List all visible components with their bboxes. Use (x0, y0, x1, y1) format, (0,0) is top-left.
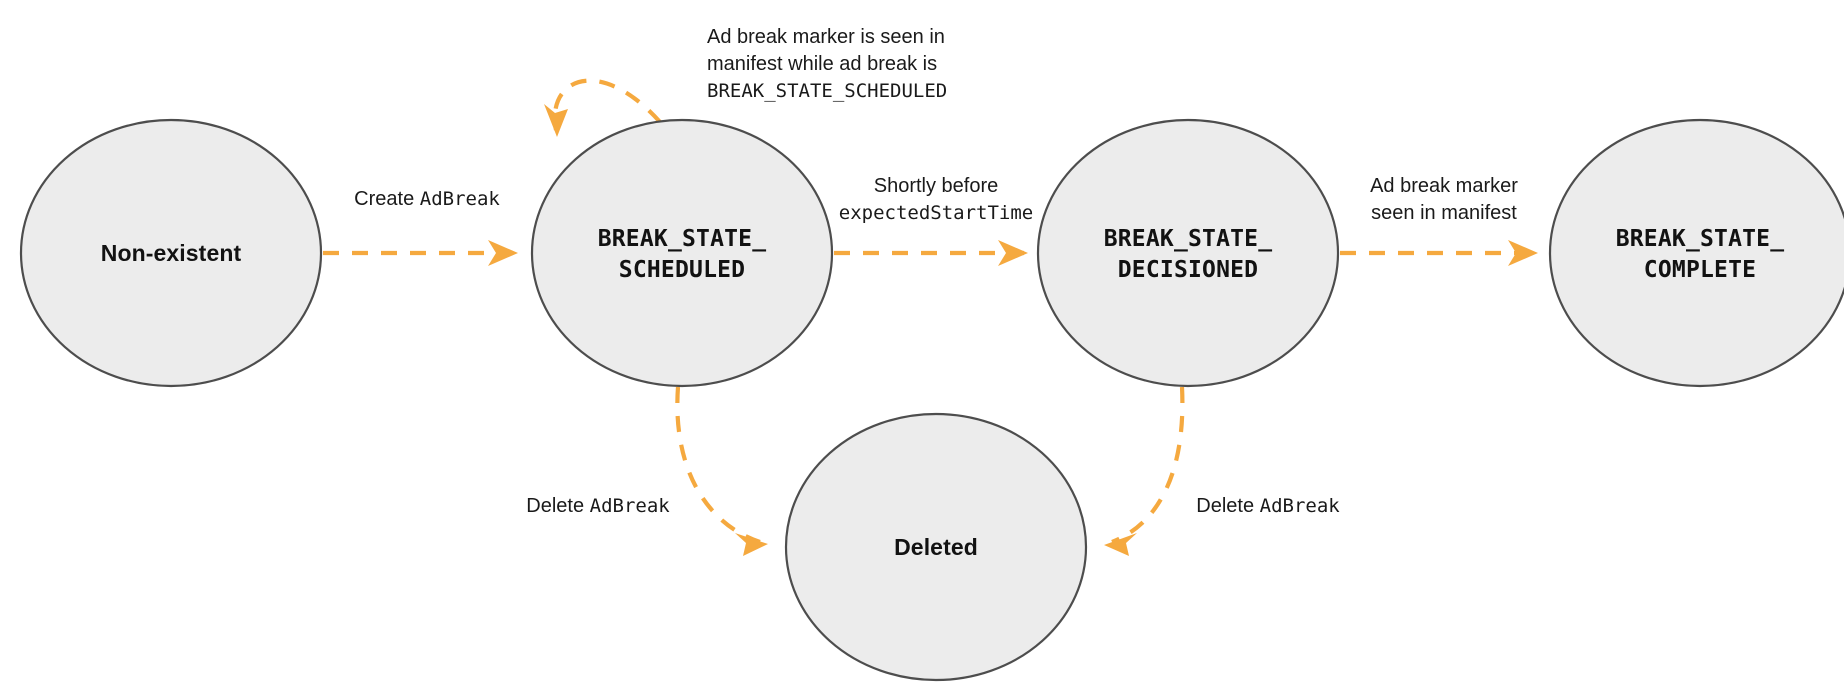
edge-self-loop-scheduled (544, 78, 662, 137)
node-break-state-decisioned-shape[interactable] (1036, 118, 1340, 388)
edge-label-self-loop-marker-seen-while-scheduled-line-1: Ad break marker is seen in (707, 26, 945, 48)
node-break-state-complete[interactable]: BREAK_STATE_ COMPLETE (1548, 118, 1844, 388)
edge-delete-from-scheduled-line (675, 386, 761, 544)
edge-label-group: Create AdBreak Ad break marker is seen in… (354, 26, 1518, 517)
edge-marker-seen-manifest (1340, 240, 1538, 266)
edge-label-self-loop-marker-seen-while-scheduled-line-3: BREAK_STATE_SCHEDULED (707, 80, 947, 102)
node-non-existent[interactable]: Non-existent (19, 118, 323, 388)
node-break-state-scheduled[interactable]: BREAK_STATE_ SCHEDULED (530, 118, 834, 388)
node-break-state-complete-shape[interactable] (1548, 118, 1844, 388)
edge-marker-seen-manifest-arrowhead (1508, 240, 1538, 266)
edge-label-self-loop-marker-seen-while-scheduled: Ad break marker is seen in manifest while… (707, 26, 947, 102)
node-break-state-scheduled-label-line2: SCHEDULED (619, 257, 745, 283)
edge-label-delete-adbreak-from-decisioned: Delete AdBreak (1196, 495, 1340, 517)
edge-create-adbreak (323, 240, 518, 266)
edge-delete-from-scheduled-arrowhead (735, 533, 768, 556)
edge-label-shortly-before-expected-start-time-line-1: Shortly before (874, 175, 999, 197)
node-break-state-decisioned-label-line1: BREAK_STATE_ (1104, 226, 1273, 252)
edge-shortly-before (834, 240, 1028, 266)
node-deleted-shape[interactable] (784, 412, 1088, 682)
edge-create-adbreak-arrowhead (488, 240, 518, 266)
edge-delete-from-scheduled (675, 386, 768, 556)
edge-delete-from-decisioned-arrowhead (1104, 533, 1137, 556)
edge-label-ad-break-marker-seen-in-manifest: Ad break marker seen in manifest (1370, 175, 1518, 224)
node-deleted[interactable]: Deleted (784, 412, 1088, 682)
node-break-state-decisioned-label-line2: DECISIONED (1118, 257, 1258, 283)
node-break-state-complete-label-line2: COMPLETE (1644, 257, 1756, 283)
edge-label-ad-break-marker-seen-in-manifest-line-1: Ad break marker (1370, 175, 1518, 197)
edge-label-delete-adbreak-from-scheduled: Delete AdBreak (526, 495, 670, 517)
node-non-existent-label: Non-existent (101, 240, 242, 266)
edge-label-create-adbreak-line-1: Create AdBreak (354, 188, 500, 210)
node-break-state-complete-label-line1: BREAK_STATE_ (1616, 226, 1785, 252)
edge-label-shortly-before-expected-start-time: Shortly before expectedStartTime (839, 175, 1033, 224)
edge-label-self-loop-marker-seen-while-scheduled-line-2: manifest while ad break is (707, 53, 937, 75)
node-break-state-scheduled-shape[interactable] (530, 118, 834, 388)
edge-label-create-adbreak: Create AdBreak (354, 188, 500, 210)
edge-shortly-before-arrowhead (998, 240, 1028, 266)
edge-delete-from-decisioned-line (1111, 386, 1185, 544)
edge-self-loop-scheduled-line (552, 78, 662, 131)
edge-delete-from-decisioned (1104, 386, 1185, 556)
node-break-state-decisioned[interactable]: BREAK_STATE_ DECISIONED (1036, 118, 1340, 388)
edge-label-delete-adbreak-from-decisioned-line-1: Delete AdBreak (1196, 495, 1340, 517)
edge-label-shortly-before-expected-start-time-line-2: expectedStartTime (839, 202, 1033, 224)
edge-label-delete-adbreak-from-scheduled-line-1: Delete AdBreak (526, 495, 670, 517)
node-non-existent-shape[interactable] (19, 118, 323, 388)
node-deleted-label: Deleted (894, 534, 978, 560)
node-break-state-scheduled-label-line1: BREAK_STATE_ (598, 226, 767, 252)
edge-self-loop-scheduled-arrowhead (544, 104, 568, 137)
edge-label-ad-break-marker-seen-in-manifest-line-2: seen in manifest (1371, 202, 1517, 224)
